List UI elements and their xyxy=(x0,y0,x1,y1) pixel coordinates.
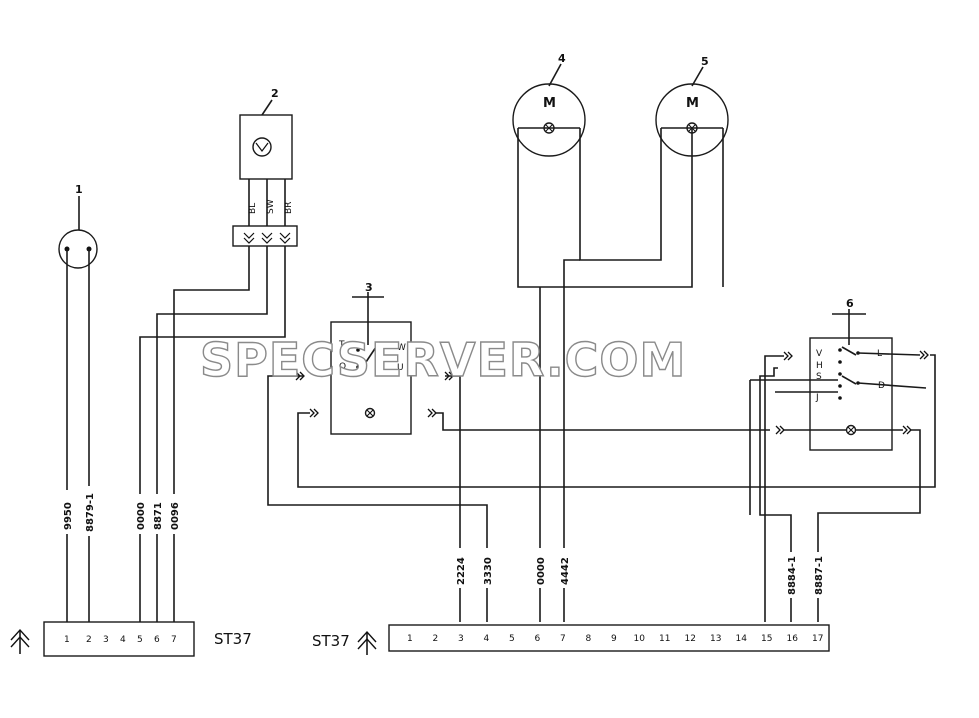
right-connector-pin-6: 6 xyxy=(535,634,541,644)
right-connector-pin-16: 16 xyxy=(787,634,799,644)
right-wire-label-3330: 3330 xyxy=(483,557,494,585)
left-wire-label-8871: 8871 xyxy=(153,502,164,530)
connector2-pin-bl: BL xyxy=(248,203,258,214)
right-connector-pin-10: 10 xyxy=(634,634,646,644)
component-2-number: 2 xyxy=(271,87,279,100)
right-wire-label-8887-1: 8887-1 xyxy=(814,556,825,595)
left-connector-pin-6: 6 xyxy=(154,635,160,645)
component-4-number: 4 xyxy=(558,52,566,65)
watermark: SPECSERVER.COM xyxy=(200,333,686,387)
switch6-v: V xyxy=(816,349,823,359)
left-connector: 1 2 3 4 5 6 7 ST37 xyxy=(10,621,252,657)
left-connector-arrow-icon xyxy=(10,628,30,654)
right-connector-pin-8: 8 xyxy=(586,634,592,644)
right-connector-name: ST37 xyxy=(312,632,350,650)
switch3-o: O xyxy=(339,362,346,372)
right-connector-pin-9: 9 xyxy=(611,634,617,644)
component-5-number: 5 xyxy=(701,55,709,68)
left-wires-socket xyxy=(66,249,90,622)
left-connector-pin-2: 2 xyxy=(86,635,92,645)
switch3-u: U xyxy=(397,363,404,373)
component-4-motor: 4 M xyxy=(512,52,586,157)
component-3-number: 3 xyxy=(365,281,373,294)
connector2-pin-br: BR xyxy=(284,202,294,214)
right-wire-labels: 2224 3330 0000 4442 8884-1 8887-1 xyxy=(453,548,825,598)
component-1-socket: 1 xyxy=(58,183,98,269)
right-wire-label-2224: 2224 xyxy=(456,557,467,585)
motor4-label: M xyxy=(543,96,556,111)
component-1-number: 1 xyxy=(75,183,83,196)
right-connector-pin-15: 15 xyxy=(761,634,772,644)
left-connector-pin-4: 4 xyxy=(120,635,126,645)
left-wire-label-0096: 0096 xyxy=(170,502,181,530)
right-wire-label-8884-1: 8884-1 xyxy=(787,556,798,595)
right-wire-label-0000: 0000 xyxy=(536,557,547,585)
left-connector-name: ST37 xyxy=(214,630,252,648)
switch3-w: W xyxy=(397,343,406,353)
switch6-h: H xyxy=(816,361,823,371)
left-wires-lamp-module xyxy=(139,246,286,622)
left-wire-label-9950: 9950 xyxy=(63,502,74,530)
right-connector-pin-12: 12 xyxy=(685,634,696,644)
right-connector-pin-3: 3 xyxy=(458,634,464,644)
right-connector-pin-7: 7 xyxy=(560,634,566,644)
left-connector-pin-5: 5 xyxy=(137,635,143,645)
switch3-wires xyxy=(267,354,936,622)
component-2-lamp-module: 2 BL SW BR xyxy=(232,87,298,247)
right-connector-pin-1: 1 xyxy=(407,634,413,644)
left-wire-label-0000: 0000 xyxy=(136,502,147,530)
switch6-wires xyxy=(749,352,927,622)
right-connector-pin-11: 11 xyxy=(659,634,670,644)
connector2-pin-sw: SW xyxy=(266,199,276,214)
switch3-t: T xyxy=(338,340,345,350)
switch6-j: J xyxy=(815,393,819,403)
right-connector-arrow-icon xyxy=(357,630,377,655)
right-wire-label-4442: 4442 xyxy=(560,557,571,585)
right-connector-pin-2: 2 xyxy=(433,634,439,644)
left-connector-pin-7: 7 xyxy=(171,635,177,645)
switch6-d: D xyxy=(878,381,885,391)
left-connector-pin-3: 3 xyxy=(103,635,109,645)
right-connector-pin-14: 14 xyxy=(736,634,748,644)
right-connector-pin-13: 13 xyxy=(710,634,721,644)
motor5-label: M xyxy=(686,96,699,111)
switch6-s: S xyxy=(816,372,822,382)
left-wire-labels: 9950 8879-1 0000 8871 0096 xyxy=(60,486,181,536)
left-connector-pin-1: 1 xyxy=(64,635,70,645)
component-6-number: 6 xyxy=(846,297,854,310)
component-6-switch: 6 V H S J L D xyxy=(775,297,929,451)
right-connector-pin-17: 17 xyxy=(812,634,823,644)
left-wire-label-8879-1: 8879-1 xyxy=(85,493,96,532)
component-3-switch: 3 T W O U xyxy=(295,281,454,435)
right-connector-pin-5: 5 xyxy=(509,634,515,644)
right-connector-pin-4: 4 xyxy=(484,634,490,644)
